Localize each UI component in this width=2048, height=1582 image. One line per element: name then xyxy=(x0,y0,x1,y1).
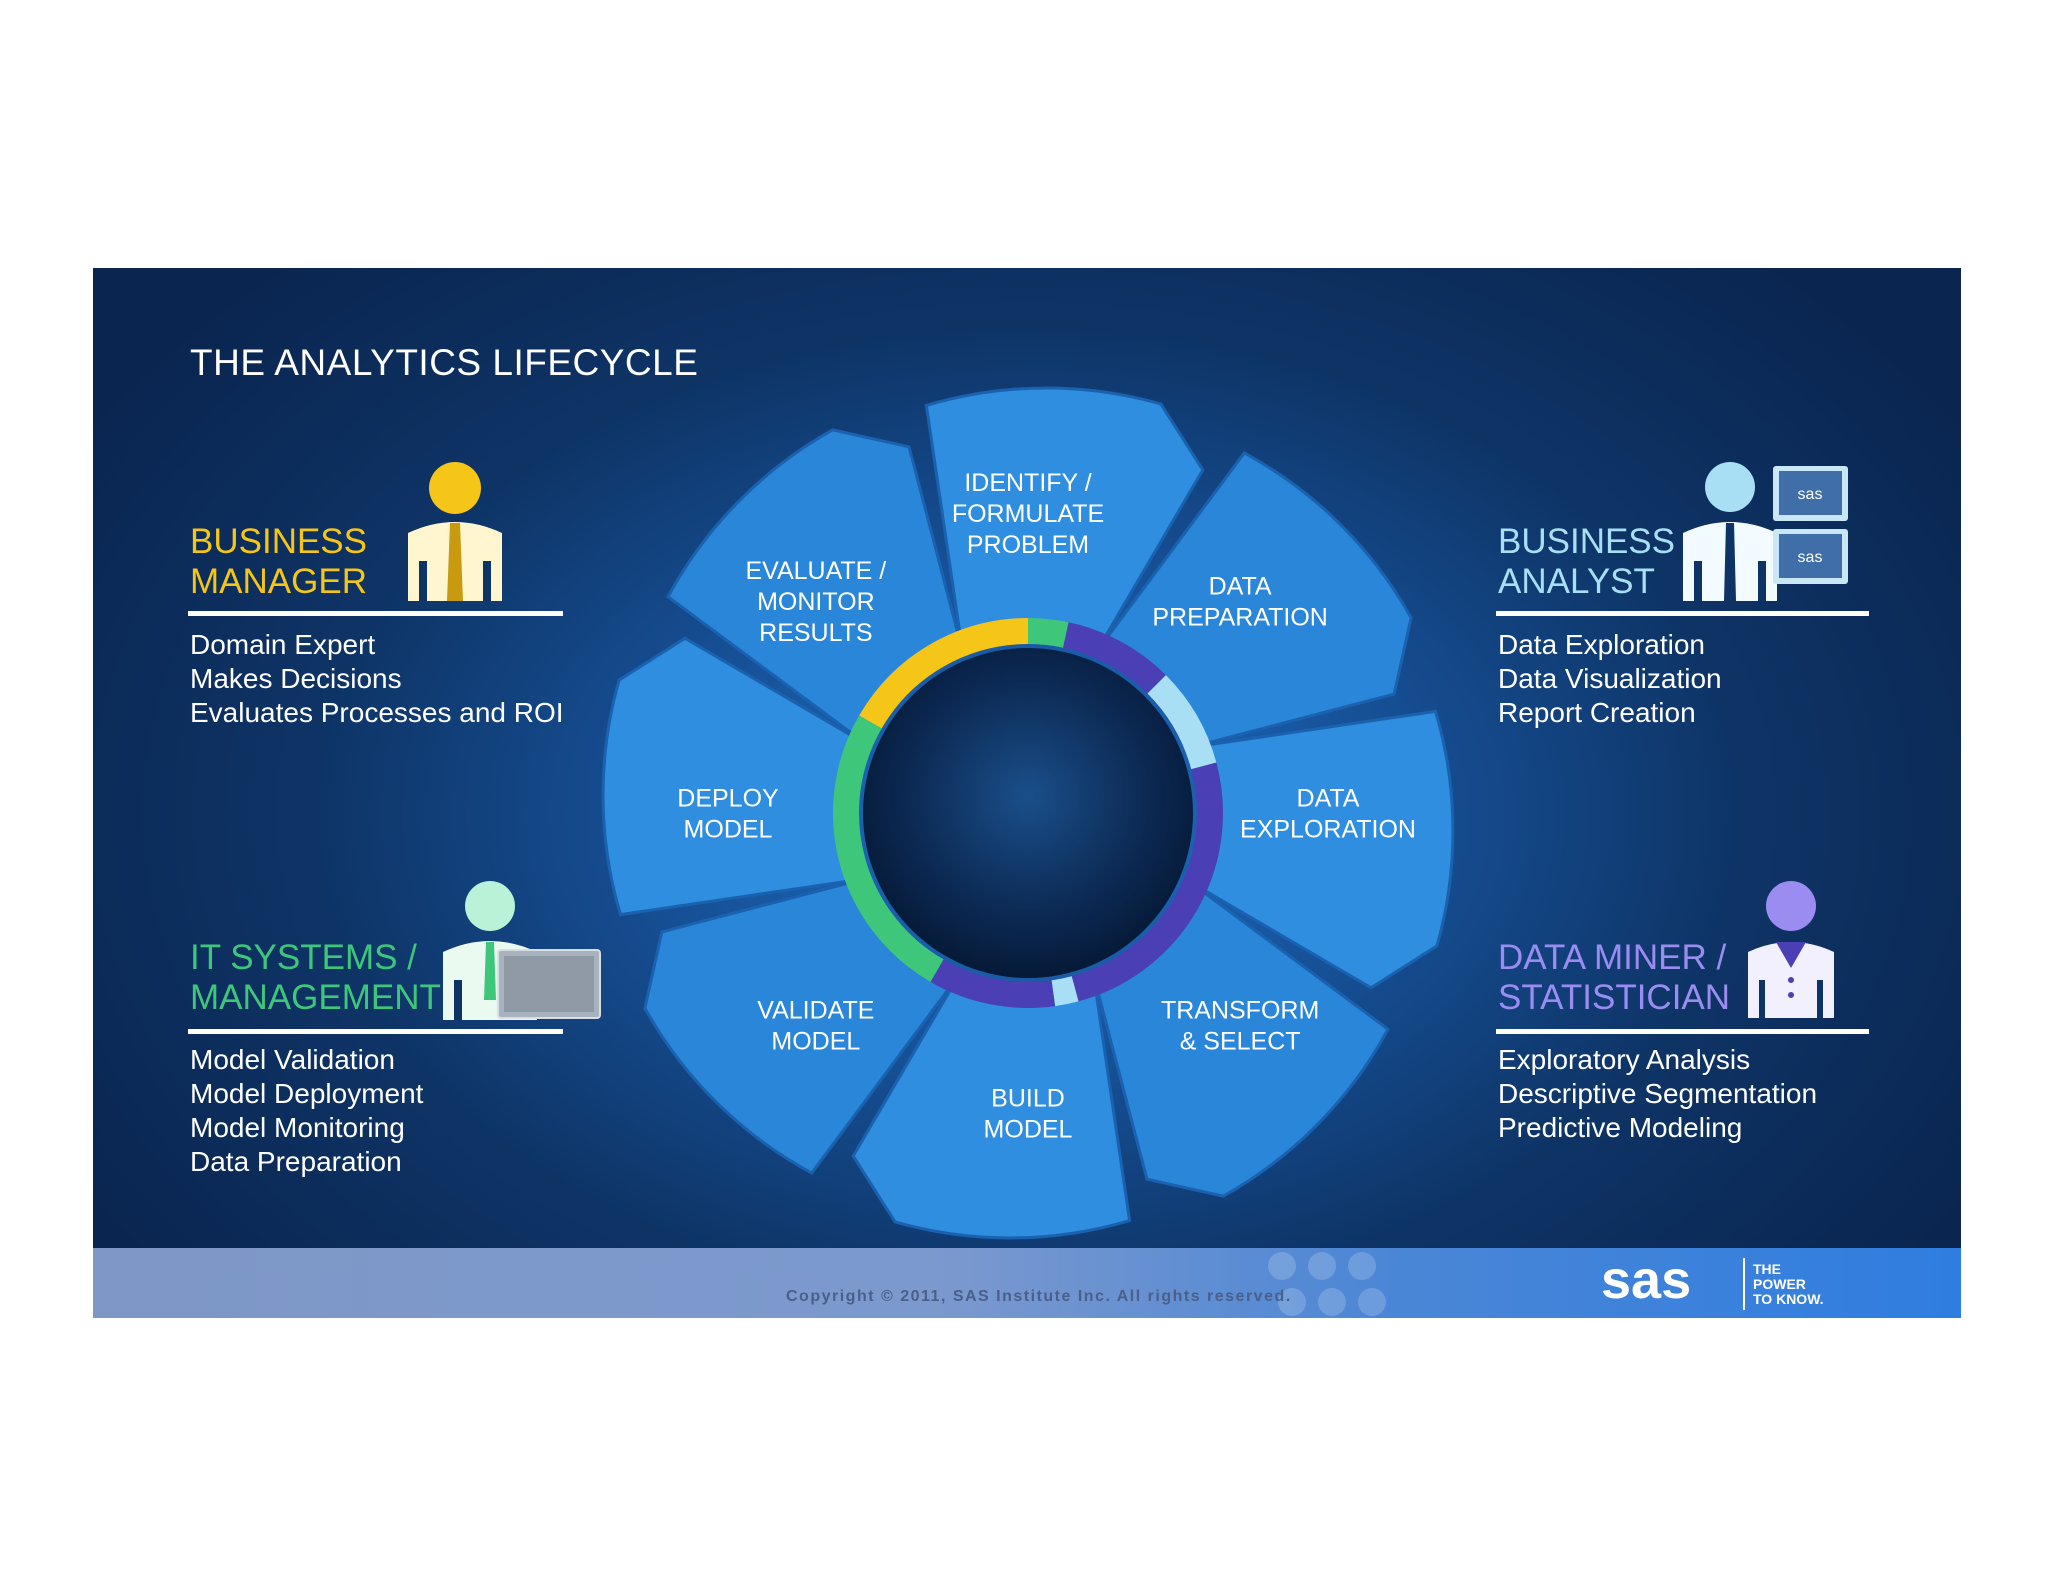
data-miner-title: DATA MINER / STATISTICIAN xyxy=(1498,938,1730,1018)
list-item: Descriptive Segmentation xyxy=(1498,1078,1818,1109)
list-item: Domain Expert xyxy=(190,629,376,660)
it-systems-items: Model Validation Model Deployment Model … xyxy=(190,1043,423,1179)
ring-segment xyxy=(833,715,944,982)
ring-segment xyxy=(859,618,1029,729)
list-item: Model Validation xyxy=(190,1044,395,1075)
list-item: Data Visualization xyxy=(1498,663,1722,694)
screen-logo-top: sas xyxy=(1798,486,1823,503)
business-manager-title: BUSINESS MANAGER xyxy=(190,522,367,602)
sas-logo: sas THE POWER TO KNOW. xyxy=(1601,1250,1824,1310)
sas-logo-text: sas xyxy=(1601,1250,1691,1310)
list-item: Predictive Modeling xyxy=(1498,1112,1743,1143)
data-miner-rule xyxy=(1496,1029,1869,1034)
ring-segment xyxy=(1027,618,1069,648)
list-item: Data Exploration xyxy=(1498,629,1706,660)
list-item: Data Preparation xyxy=(190,1146,402,1177)
list-item: Makes Decisions xyxy=(190,663,402,694)
business-manager-title-line: MANAGER xyxy=(190,562,367,601)
ring-segment xyxy=(1062,622,1166,694)
screen-logo-bottom: sas xyxy=(1798,549,1823,566)
lifecycle-petals xyxy=(601,386,1455,1240)
it-systems-rule xyxy=(188,1029,563,1034)
tagline-line: TO KNOW. xyxy=(1753,1291,1824,1307)
business-manager-icon xyxy=(408,462,502,601)
data-miner-icon xyxy=(1748,881,1834,1018)
business-analyst-icon: sas sas xyxy=(1683,462,1848,601)
list-item: Model Monitoring xyxy=(190,1112,405,1143)
lifecycle-center xyxy=(863,648,1193,978)
list-item: Model Deployment xyxy=(190,1078,424,1109)
page-title: THE ANALYTICS LIFECYCLE xyxy=(190,342,699,383)
ring-segment xyxy=(1147,675,1217,770)
business-manager-rule xyxy=(188,611,563,616)
business-analyst-items: Data Exploration Data Visualization Repo… xyxy=(1498,628,1722,730)
list-item: Exploratory Analysis xyxy=(1498,1044,1751,1075)
tagline-line: THE xyxy=(1753,1261,1781,1277)
footer-band xyxy=(93,1248,1961,1318)
ring-segment xyxy=(1051,976,1079,1007)
business-analyst-title-line: ANALYST xyxy=(1498,562,1655,601)
it-systems-title: IT SYSTEMS / MANAGEMENT xyxy=(190,938,441,1018)
ring-segment xyxy=(1071,762,1223,1002)
list-item: Report Creation xyxy=(1498,697,1696,728)
data-miner-title-line: STATISTICIAN xyxy=(1498,978,1731,1017)
copyright: Copyright © 2011, SAS Institute Inc. All… xyxy=(786,1288,1292,1305)
business-manager-title-line: BUSINESS xyxy=(190,522,367,561)
tagline-line: POWER xyxy=(1753,1276,1806,1292)
business-analyst-title: BUSINESS ANALYST xyxy=(1498,522,1675,602)
it-systems-icon xyxy=(443,881,601,1020)
business-analyst-title-line: BUSINESS xyxy=(1498,522,1675,561)
business-analyst-rule xyxy=(1496,611,1869,616)
stage-label: TRANSFORM& SELECT xyxy=(1161,997,1319,1056)
it-systems-title-line: MANAGEMENT xyxy=(190,978,441,1017)
list-item: Evaluates Processes and ROI xyxy=(190,697,564,728)
data-miner-title-line: DATA MINER / xyxy=(1498,938,1727,977)
data-miner-items: Exploratory Analysis Descriptive Segment… xyxy=(1498,1043,1817,1145)
lifecycle-ring xyxy=(833,618,1223,1008)
it-systems-title-line: IT SYSTEMS / xyxy=(190,938,417,977)
business-manager-items: Domain Expert Makes Decisions Evaluates … xyxy=(190,628,564,730)
ring-segment xyxy=(930,959,1056,1008)
